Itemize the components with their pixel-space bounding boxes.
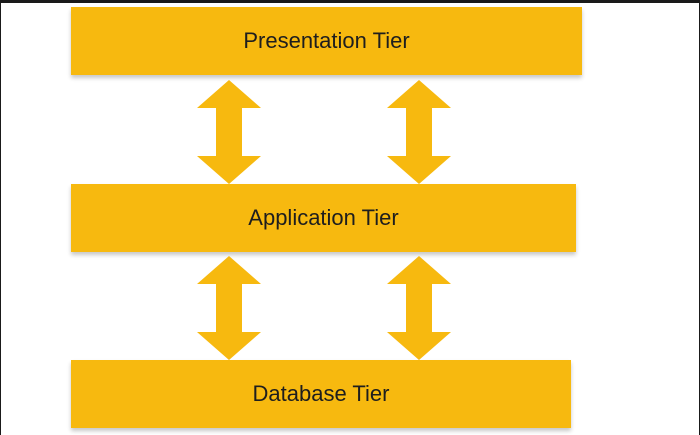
database-tier-box: Database Tier xyxy=(71,360,571,428)
double-arrow-icon xyxy=(387,256,451,360)
double-arrow-icon xyxy=(197,80,261,184)
double-arrow-presentation-application-left xyxy=(197,80,261,184)
left-border xyxy=(0,0,1,435)
application-tier-label: Application Tier xyxy=(248,205,399,230)
double-arrow-icon xyxy=(197,256,261,360)
double-arrow-application-database-left xyxy=(197,256,261,360)
double-arrow-application-database-right xyxy=(387,256,451,360)
presentation-tier-label: Presentation Tier xyxy=(243,28,410,53)
presentation-tier-box: Presentation Tier xyxy=(71,7,582,75)
top-border xyxy=(0,0,700,3)
double-arrow-presentation-application-right xyxy=(387,80,451,184)
application-tier-box: Application Tier xyxy=(71,184,576,252)
database-tier-label: Database Tier xyxy=(252,381,390,406)
double-arrow-icon xyxy=(387,80,451,184)
